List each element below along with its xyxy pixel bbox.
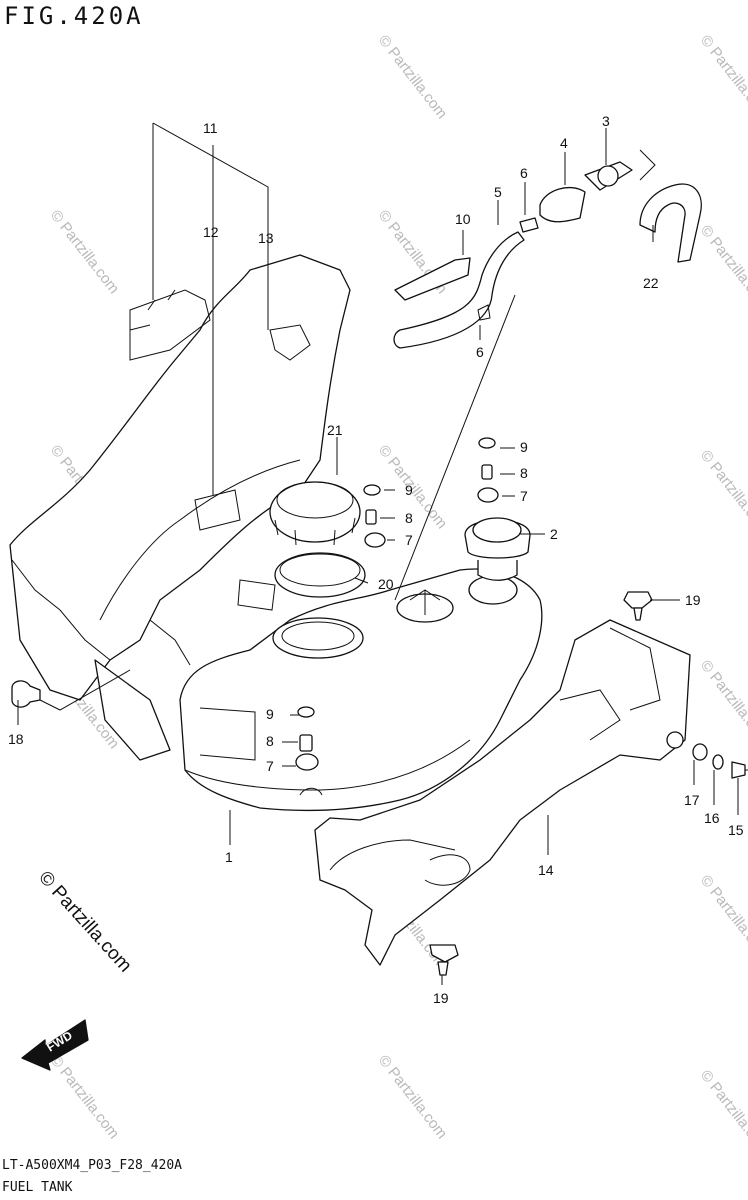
callout-4: 4 bbox=[560, 135, 568, 151]
fuel-cap bbox=[464, 517, 531, 581]
leader-lines bbox=[17, 122, 739, 985]
copyright-stamp: © Partzilla.com bbox=[34, 867, 135, 976]
fuel-pump-ring bbox=[269, 481, 366, 598]
callout-12: 12 bbox=[203, 224, 219, 240]
callout-9-right: 9 bbox=[520, 439, 528, 455]
watermark: © Partzilla.com bbox=[697, 447, 748, 537]
callout-6-bottom: 6 bbox=[476, 344, 484, 360]
callout-19-bottom: 19 bbox=[433, 990, 449, 1006]
callout-9-low: 9 bbox=[266, 706, 274, 722]
callout-8-low: 8 bbox=[266, 733, 274, 749]
callout-6-top: 6 bbox=[520, 165, 528, 181]
callout-2: 2 bbox=[550, 526, 558, 542]
callout-19-top: 19 bbox=[685, 592, 701, 608]
watermark: © Partzilla.com bbox=[375, 32, 451, 122]
callout-3: 3 bbox=[602, 113, 610, 129]
callout-1: 1 bbox=[225, 849, 233, 865]
clips-bolts bbox=[11, 591, 748, 976]
figure-title: FIG.420A bbox=[4, 2, 144, 30]
watermark: © Partzilla.com bbox=[697, 657, 748, 747]
callout-20: 20 bbox=[378, 576, 394, 592]
frame-bracket bbox=[314, 619, 691, 966]
callout-5: 5 bbox=[494, 184, 502, 200]
callout-11: 11 bbox=[203, 120, 218, 136]
watermark: © Partzilla.com bbox=[47, 207, 123, 297]
callout-18: 18 bbox=[8, 731, 24, 747]
callout-8-right: 8 bbox=[520, 465, 528, 481]
callouts: 11 12 13 21 20 10 5 6 4 3 22 6 9 8 7 9 8… bbox=[8, 113, 744, 1006]
watermark: © Partzilla.com bbox=[697, 872, 748, 962]
watermark: © Partzilla.com bbox=[47, 1052, 123, 1142]
breather-hose bbox=[393, 149, 702, 349]
callout-7-mid: 7 bbox=[405, 532, 413, 548]
watermark: © Partzilla.com bbox=[375, 1052, 451, 1142]
callout-14: 14 bbox=[538, 862, 554, 878]
callout-7-right: 7 bbox=[520, 488, 528, 504]
fuel-tank bbox=[179, 568, 543, 812]
figure-code: LT-A500XM4_P03_F28_420A bbox=[2, 1158, 183, 1173]
callout-17: 17 bbox=[684, 792, 700, 808]
watermark: © Partzilla.com bbox=[697, 1067, 748, 1157]
callout-15: 15 bbox=[728, 822, 744, 838]
callout-10: 10 bbox=[455, 211, 471, 227]
callout-21: 21 bbox=[327, 422, 343, 438]
callout-9-mid: 9 bbox=[405, 482, 413, 498]
callout-8-mid: 8 bbox=[405, 510, 413, 526]
callout-13: 13 bbox=[258, 230, 274, 246]
fasteners bbox=[295, 437, 499, 771]
callout-7-low: 7 bbox=[266, 758, 274, 774]
callout-22: 22 bbox=[643, 275, 659, 291]
watermark: © Partzilla.com bbox=[697, 32, 748, 122]
figure-name: FUEL TANK bbox=[2, 1180, 73, 1195]
callout-16: 16 bbox=[704, 810, 720, 826]
heat-shield bbox=[9, 254, 351, 761]
watermark: © Partzilla.com bbox=[697, 222, 748, 312]
